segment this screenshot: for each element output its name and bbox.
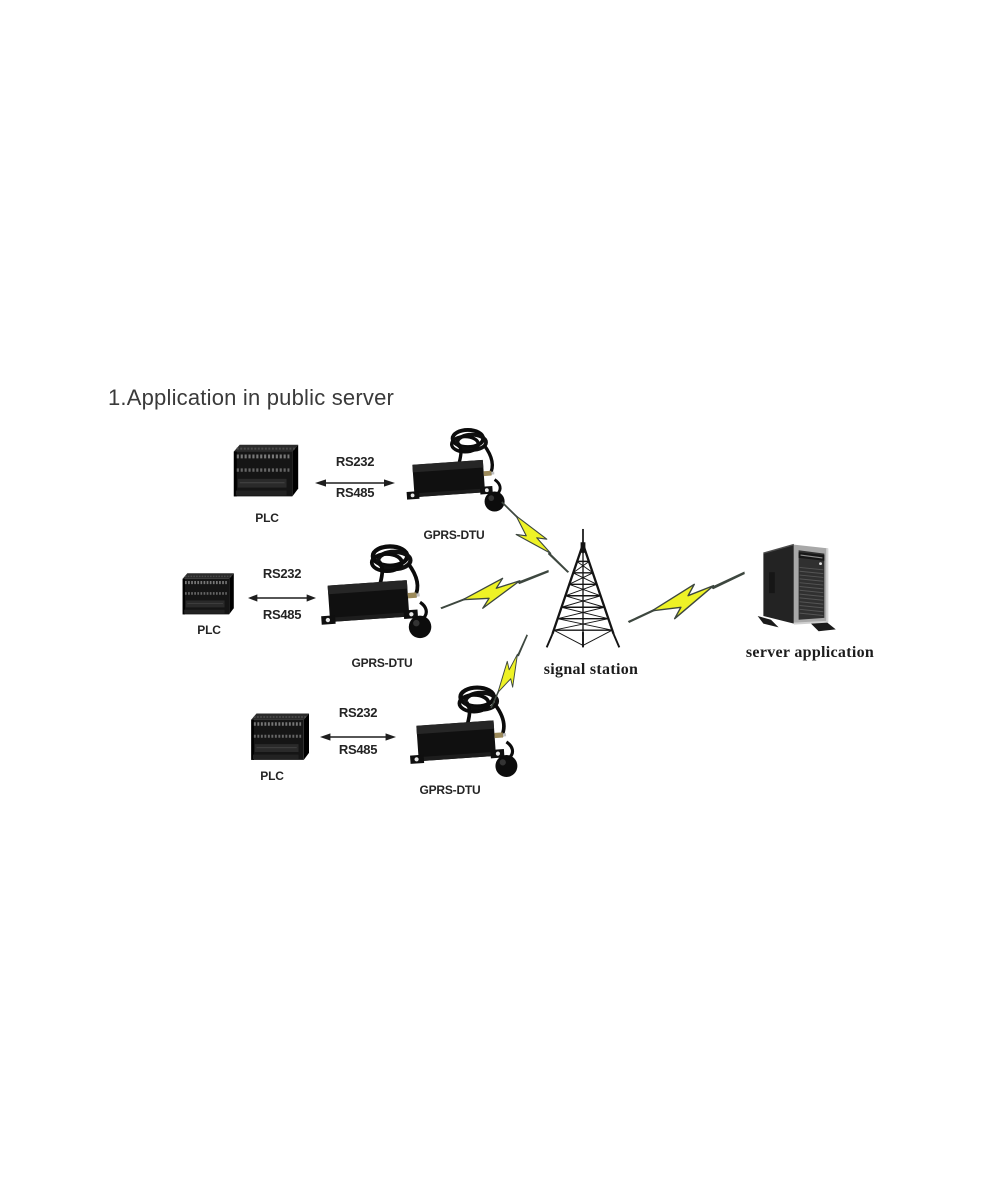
tower-server-icon [755, 536, 847, 636]
gprs-dtu-icon [402, 424, 507, 516]
rs485-label-3: RS485 [338, 742, 378, 757]
signal-station-label: signal station [543, 661, 639, 678]
plc-label-2: PLC [197, 623, 221, 637]
rs485-label-1: RS485 [335, 485, 375, 500]
plc-device-1 [228, 437, 306, 507]
plc-label-3: PLC [260, 769, 284, 783]
serial-link-2: RS232 RS485 [246, 566, 318, 624]
gprs-dtu-label-2: GPRS-DTU [351, 656, 413, 670]
serial-link-1: RS232 RS485 [313, 454, 397, 502]
signal-tower [540, 528, 626, 654]
server-application-label: server application [745, 644, 875, 661]
rs232-label-3: RS232 [338, 705, 378, 720]
plc-icon [178, 565, 240, 625]
signal-tower-icon [540, 528, 626, 654]
plc-icon [246, 706, 316, 770]
double-headed-arrow-2 [248, 592, 316, 604]
gprs-dtu-device-1 [402, 424, 507, 516]
lightning-bolt-4 [622, 568, 752, 635]
plc-label-1: PLC [255, 511, 279, 525]
lightning-bolt-2 [437, 566, 553, 619]
serial-link-3: RS232 RS485 [318, 705, 398, 759]
rs485-label-2: RS485 [262, 607, 302, 622]
plc-device-2 [178, 565, 240, 625]
rs232-label-1: RS232 [335, 454, 375, 469]
page-title: 1.Application in public server [108, 385, 395, 410]
rs232-label-2: RS232 [262, 566, 302, 581]
plc-device-3 [246, 706, 316, 770]
server-device [755, 536, 847, 636]
gprs-dtu-label-1: GPRS-DTU [423, 528, 485, 542]
gprs-dtu-label-3: GPRS-DTU [419, 783, 481, 797]
gprs-dtu-icon [316, 540, 434, 643]
plc-icon [228, 437, 306, 507]
gprs-dtu-device-2 [316, 540, 434, 643]
